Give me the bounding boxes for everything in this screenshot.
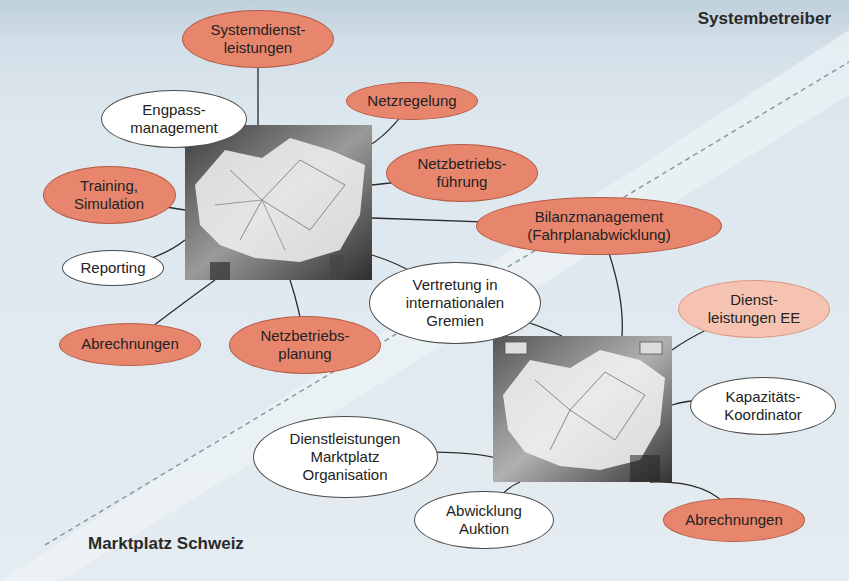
service-label: Netzbetriebs- planung	[253, 327, 358, 363]
region-label: Systembetreiber	[698, 9, 831, 29]
service-oval: Netzbetriebs- planung	[229, 316, 382, 375]
diagonal-band	[0, 30, 849, 581]
service-label: Dienst- leistungen EE	[702, 291, 807, 327]
service-label: Training, Simulation	[64, 177, 154, 213]
service-label: Bilanzmanagement (Fahrplanabwicklung)	[514, 208, 684, 244]
service-oval: Netzregelung	[346, 82, 478, 120]
service-oval: Abrechnungen	[59, 323, 202, 366]
service-label: Abrechnungen	[685, 511, 783, 529]
service-label: Netzregelung	[367, 92, 456, 110]
service-label: Kapazitäts- Koordinator	[713, 388, 813, 424]
service-oval: Engpass- management	[101, 90, 247, 149]
service-label: Abrechnungen	[81, 335, 179, 353]
service-oval: Bilanzmanagement (Fahrplanabwicklung)	[476, 197, 722, 256]
trading-floor-photo	[493, 336, 672, 482]
service-oval: Kapazitäts- Koordinator	[690, 377, 836, 436]
service-oval: Training, Simulation	[43, 166, 176, 225]
service-label: Abwicklung Auktion	[437, 502, 532, 538]
service-oval: Vertretung in internationalen Gremien	[369, 262, 541, 345]
service-label: Dienstleistungen Marktplatz Organisation	[280, 430, 410, 484]
control-room-photo	[185, 125, 372, 280]
service-oval: Netzbetriebs- führung	[386, 144, 539, 203]
service-label: Systemdienst- leistungen	[206, 21, 310, 57]
service-oval: Abrechnungen	[663, 498, 806, 542]
service-oval: Abwicklung Auktion	[414, 491, 554, 550]
service-oval: Dienst- leistungen EE	[678, 280, 831, 339]
region-label: Marktplatz Schweiz	[88, 534, 244, 554]
divider-line	[45, 62, 849, 545]
service-oval: Reporting	[62, 250, 164, 286]
service-oval: Systemdienst- leistungen	[182, 10, 333, 69]
service-label: Engpass- management	[124, 101, 224, 137]
service-label: Reporting	[80, 259, 145, 277]
service-label: Netzbetriebs- führung	[410, 155, 515, 191]
service-label: Vertretung in internationalen Gremien	[395, 276, 515, 330]
service-oval: Dienstleistungen Marktplatz Organisation	[253, 416, 438, 499]
